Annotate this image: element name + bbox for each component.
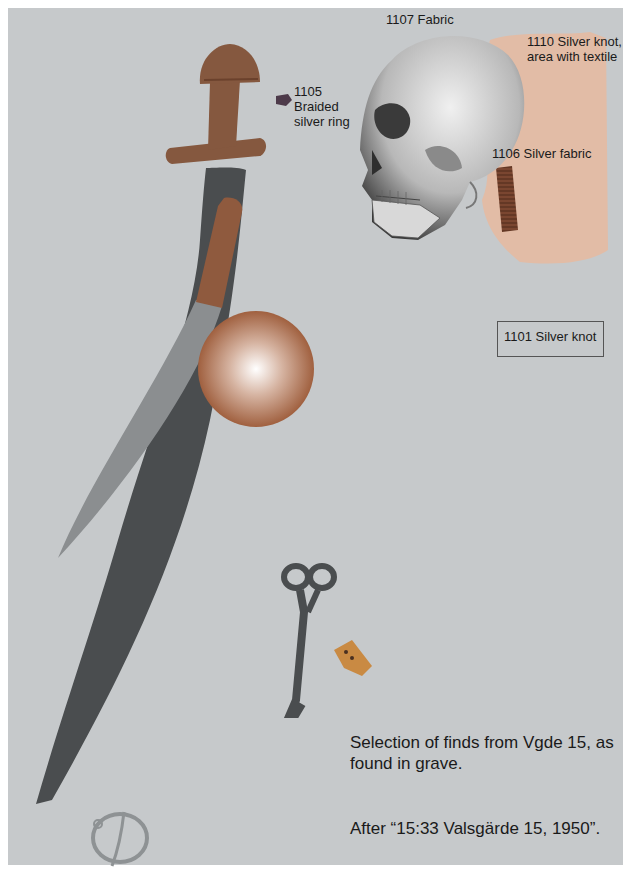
- caption: Selection of finds from Vgde 15, as foun…: [350, 732, 622, 774]
- skull: [360, 36, 524, 240]
- sword: [36, 44, 266, 804]
- penannular-brooch: [93, 812, 147, 866]
- find-label: 1101 Silver knot: [504, 329, 597, 344]
- label-box: 1101 Silver knot: [497, 321, 604, 357]
- shears: [284, 566, 334, 714]
- find-label: 1110 Silver knot, area with textile: [527, 34, 623, 64]
- braided-silver-ring: [276, 94, 292, 106]
- grave-ground: [8, 8, 623, 865]
- source-note: After “15:33 Valsgärde 15, 1950”.: [350, 818, 622, 839]
- small-mount: [334, 640, 372, 676]
- find-label: 1105 Braided silver ring: [294, 84, 358, 129]
- bronze-disc: [198, 311, 314, 427]
- find-label: 1107 Fabric: [386, 12, 496, 27]
- find-label: 1106 Silver fabric: [492, 146, 614, 161]
